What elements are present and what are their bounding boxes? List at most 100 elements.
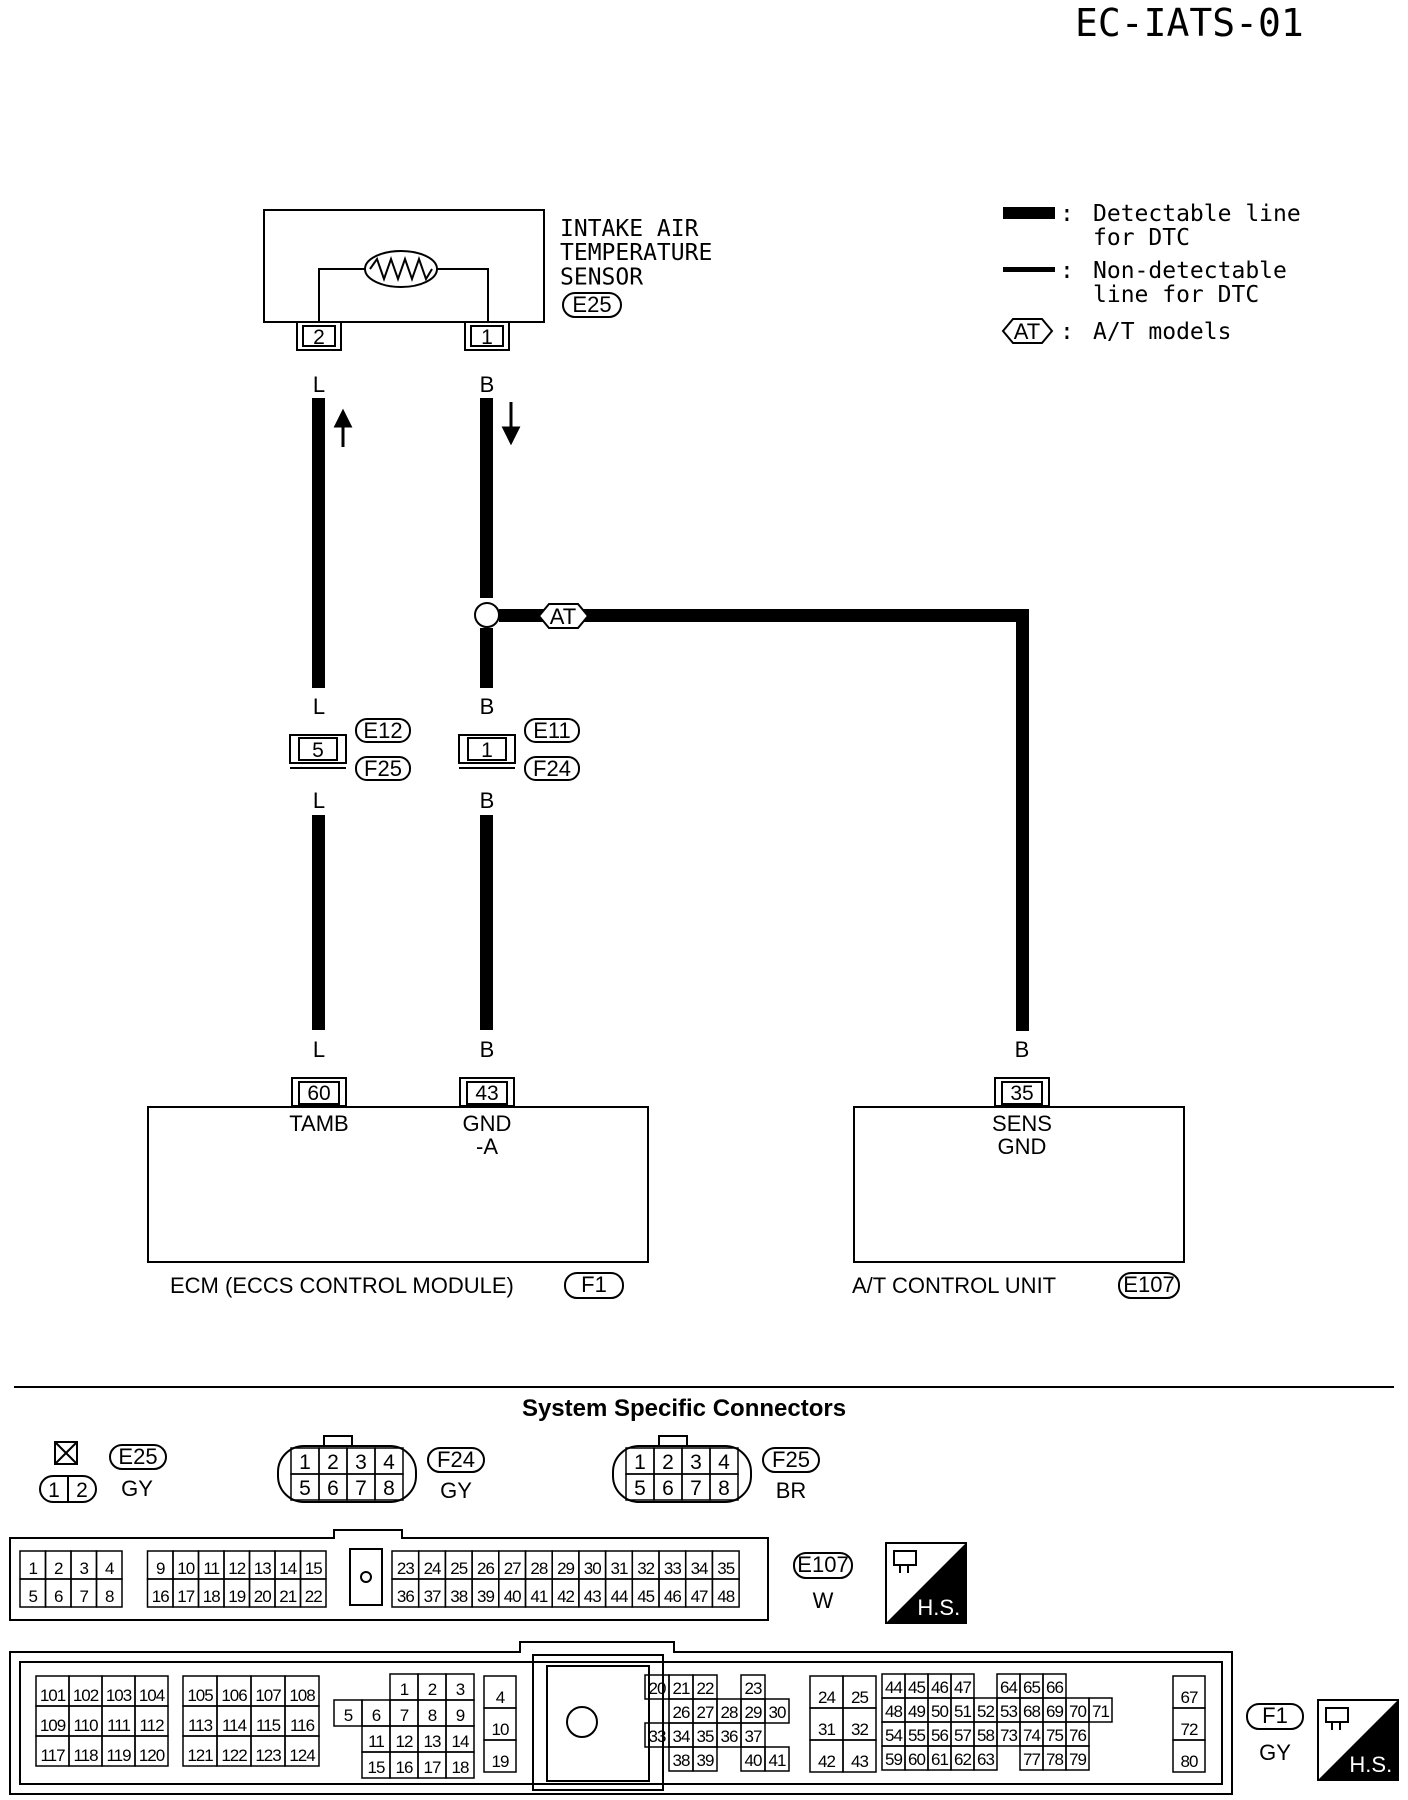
connector-id: F25	[772, 1447, 810, 1472]
pin-number: 45	[908, 1678, 925, 1697]
pin-cell	[95, 1578, 123, 1608]
pin-number: 63	[977, 1750, 994, 1769]
pin-number: 20	[649, 1679, 666, 1698]
svg-text:1: 1	[48, 1479, 60, 1502]
pin-number: 5	[29, 1587, 38, 1606]
pin-number: 110	[73, 1716, 98, 1735]
pin-number: 27	[697, 1703, 714, 1722]
pin-cell	[973, 1745, 998, 1771]
pin-number: 34	[691, 1559, 708, 1578]
non-detectable-line-sample	[1003, 267, 1055, 272]
pin-number: 3	[456, 1680, 465, 1699]
wire-color-B-mid1: B	[480, 694, 495, 719]
sensor-pin-1: 1	[481, 326, 493, 349]
pin-number: 11	[203, 1559, 219, 1578]
pin-number: 61	[931, 1750, 948, 1769]
pin-number: 102	[73, 1686, 99, 1705]
pin-number: 38	[450, 1587, 467, 1606]
pin-number: 39	[697, 1751, 714, 1770]
ecm-pin-gnd-label: GND-A	[463, 1111, 512, 1159]
pin-number: 44	[885, 1678, 902, 1697]
pin-number: 27	[504, 1559, 521, 1578]
pin-number: 77	[1023, 1750, 1040, 1769]
svg-text:E25: E25	[572, 292, 611, 317]
pin-number: 38	[673, 1751, 690, 1770]
pin-number: 76	[1069, 1726, 1086, 1745]
pin-number: 108	[289, 1686, 315, 1705]
pin-number: 1	[299, 1451, 311, 1474]
pin-cell	[692, 1746, 718, 1772]
pin-number: 44	[610, 1587, 627, 1606]
pin-number: 40	[504, 1587, 521, 1606]
pin-cell	[284, 1735, 320, 1767]
arrow-down-icon	[501, 402, 521, 446]
pin-number: 2	[428, 1680, 437, 1699]
ecm-unit: 60 TAMB 43 GND-A ECM (ECCS CONTROL MODUL…	[147, 1077, 649, 1299]
pin-number: 40	[745, 1751, 762, 1770]
pin-cell	[445, 1751, 475, 1779]
svg-text:AT: AT	[1014, 319, 1040, 344]
pin-number: 18	[203, 1587, 220, 1606]
pin-number: 39	[477, 1587, 494, 1606]
pin-number: 47	[691, 1587, 708, 1606]
pin-number: 1	[29, 1559, 38, 1578]
pin-cell	[483, 1739, 517, 1773]
joint-right-connector-bottom: F24	[533, 756, 571, 781]
pin-number: 2	[662, 1451, 674, 1474]
pin-number: 113	[188, 1716, 213, 1735]
ecm-pin-43: 43	[475, 1082, 498, 1105]
pin-number: 37	[424, 1587, 441, 1606]
pin-number: 10	[177, 1559, 194, 1578]
ecm-connector: F1	[581, 1272, 607, 1297]
pin-number: 123	[255, 1746, 281, 1765]
ecm-label: ECM (ECCS CONTROL MODULE)	[170, 1273, 514, 1298]
wire-B: B B B B	[474, 372, 521, 1062]
pin-number: 46	[664, 1587, 681, 1606]
pin-number: 78	[1046, 1750, 1063, 1769]
connector-face-icon	[1325, 1707, 1349, 1730]
wire-color-at-bottom: B	[1015, 1037, 1030, 1062]
pin-number: 66	[1046, 1678, 1063, 1697]
svg-text:AT: AT	[550, 604, 576, 629]
pin-number: 7	[400, 1706, 409, 1725]
wire-color-L-bottom: L	[313, 1037, 325, 1062]
pin-number: 119	[106, 1746, 131, 1765]
pin-number: 105	[187, 1686, 213, 1705]
pin-number: 121	[187, 1746, 213, 1765]
pin-cell	[134, 1735, 169, 1767]
pin-cell	[1172, 1739, 1206, 1773]
thermistor-icon	[364, 250, 438, 288]
ecm-pin-tamb-label: TAMB	[289, 1111, 348, 1136]
latch	[658, 1435, 688, 1447]
pin-number: 24	[424, 1559, 441, 1578]
pin-number: 28	[530, 1559, 547, 1578]
wire-L: L L L L	[312, 372, 353, 1062]
connector-color: BR	[776, 1478, 807, 1503]
pin-number: 109	[40, 1716, 66, 1735]
sensor-connector-tag: E25	[562, 292, 622, 318]
pin-number: 35	[717, 1559, 734, 1578]
pin-number: 29	[557, 1559, 574, 1578]
pin-number: 11	[368, 1732, 384, 1751]
pin-number: 5	[634, 1477, 646, 1500]
pin-number: 41	[530, 1587, 547, 1606]
pin-number: 80	[1181, 1752, 1198, 1771]
pin-number: 1	[400, 1680, 409, 1699]
pin-number: 48	[717, 1587, 734, 1606]
pin-number: 47	[954, 1678, 971, 1697]
hs-badge-label: H.S.	[917, 1595, 960, 1620]
at-tag-icon: AT	[537, 603, 590, 629]
tcu-connector: E107	[1123, 1272, 1174, 1297]
pin-number: 9	[456, 1706, 465, 1725]
pin-number: 10	[492, 1720, 509, 1739]
pin-number: 19	[228, 1587, 245, 1606]
pin-number: 26	[477, 1559, 494, 1578]
pin-number: 55	[908, 1726, 925, 1745]
sensor-pin-2: 2	[313, 326, 325, 349]
pin-number: 48	[885, 1702, 902, 1721]
